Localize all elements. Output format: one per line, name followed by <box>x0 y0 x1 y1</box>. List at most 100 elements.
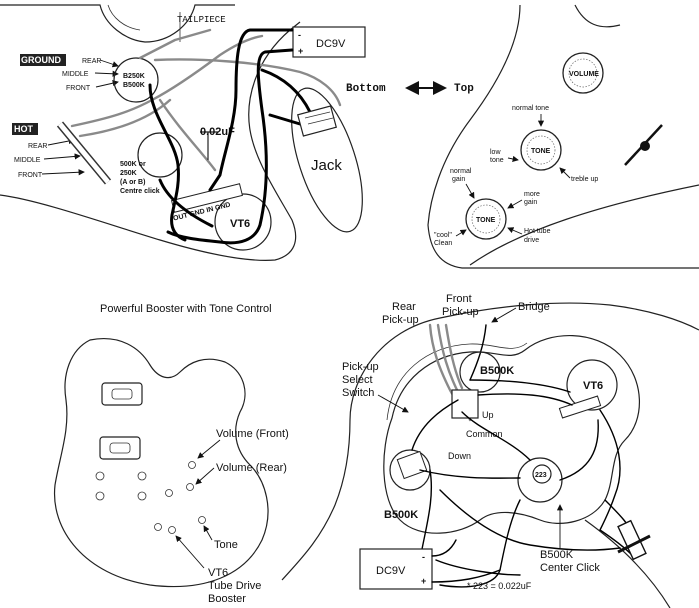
b500k-left-label: B500K <box>384 509 418 521</box>
switch-label-a: Pick-up <box>342 361 379 373</box>
cool-clean-label-a: "cool" <box>434 232 452 239</box>
battery-bottom-label: DC9V <box>376 565 406 577</box>
battery-top: DC9V - + <box>292 26 366 58</box>
tone-label: Tone <box>214 539 238 551</box>
jack-label: Jack <box>311 157 342 174</box>
booster-title: Powerful Booster with Tone Control <box>100 303 272 315</box>
rear-pickup-label-b: Pick-up <box>382 314 419 326</box>
bottom-right-wiring-panel: Rear Pick-up Front Pick-up Bridge Pick-u… <box>281 293 699 608</box>
normal-tone-label: normal tone <box>512 105 549 112</box>
vt-label-a: VT6 <box>208 567 228 579</box>
low-tone-label-a: low <box>490 149 501 156</box>
front-pickup-label-a: Front <box>446 293 472 305</box>
hot-label: HOT <box>14 124 34 134</box>
tone2-label: TONE <box>476 217 496 224</box>
top-right-controls-panel: Bottom Top VOLUME TONE normal tone low t… <box>346 4 699 269</box>
hole-extra-2 <box>154 523 162 531</box>
hot-front-label: FRONT <box>18 172 43 179</box>
ground-label-box <box>20 54 66 66</box>
ground-middle-label: MIDDLE <box>62 71 89 78</box>
switch-label-c: Switch <box>342 387 374 399</box>
tone-knob-2: TONE <box>465 198 507 240</box>
hot-tube-label-a: Hot tube <box>524 228 551 235</box>
jack-top: Jack <box>296 105 342 174</box>
pot-top-label-b: B500K <box>123 82 145 89</box>
switch-up-label: Up <box>482 410 494 420</box>
battery-minus: - <box>298 30 301 40</box>
hot-rear-label: REAR <box>28 143 47 150</box>
guitar-body-outline <box>53 338 269 588</box>
pot-mid-label-b: 250K <box>120 170 137 177</box>
normal-gain-label-b: gain <box>452 176 465 183</box>
cap-label-top: 0.02uF <box>200 126 235 138</box>
battery-label: DC9V <box>316 38 346 50</box>
hole-volume-front <box>188 461 196 469</box>
selector-switch-knob <box>640 141 650 151</box>
capacitor-223 <box>532 464 552 484</box>
tone1-label: TONE <box>531 148 551 155</box>
tailpiece-label: TAILPIECE <box>177 15 226 25</box>
hot-middle-label: MIDDLE <box>14 157 41 164</box>
hole-extra <box>186 483 194 491</box>
pot-mid-label-a: 500K or <box>120 161 146 168</box>
control-cavity <box>383 334 641 534</box>
cool-clean-label-b: Clean <box>434 240 452 247</box>
battery-plus: + <box>298 46 303 56</box>
volume-knob: VOLUME <box>562 52 604 94</box>
pot-mid-label-d: Centre click <box>120 188 160 195</box>
more-gain-label-b: gain <box>524 199 537 206</box>
vt6-module-top <box>214 193 272 251</box>
low-tone-label-b: tone <box>490 157 504 164</box>
b500k-center-label-b: Center Click <box>540 562 600 574</box>
treble-up-label: treble up <box>571 176 598 183</box>
vt-label-c: Booster <box>208 593 246 605</box>
b500k-top-label: B500K <box>480 365 514 377</box>
normal-gain-label-a: normal <box>450 168 472 175</box>
vt-label-top: VT6 <box>230 218 250 230</box>
pot-mid-label-c: (A or B) <box>120 179 145 186</box>
b500k-center-label-a: B500K <box>540 549 574 561</box>
volume-rear-label: Volume (Rear) <box>216 462 287 474</box>
vt6-terminals-bottom <box>558 395 602 419</box>
vt-label-b: Tube Drive <box>208 580 261 592</box>
pickup-neck <box>101 382 143 406</box>
battery-bottom-minus: - <box>422 552 425 562</box>
vt6-module-bottom <box>566 359 618 411</box>
pot-top-label-a: B250K <box>123 73 145 80</box>
capacitor-top <box>200 131 218 160</box>
rear-pickup-label-a: Rear <box>392 301 416 313</box>
bottom-left-body-panel: Powerful Booster with Tone Control Volum… <box>53 303 289 605</box>
switch-common-label: Common <box>466 429 503 439</box>
orientation-top: Top <box>454 83 474 95</box>
vt-label-bottom: VT6 <box>583 380 603 392</box>
hot-label-box <box>12 123 38 135</box>
jack-cavity <box>291 87 363 233</box>
pot-top <box>113 57 159 103</box>
switch-down-label: Down <box>448 451 471 461</box>
output-jack-bottom <box>617 519 651 561</box>
pickup-bridge <box>99 436 141 460</box>
battery-bottom: DC9V - + <box>359 548 433 590</box>
cap-note-label: * 223 = 0.022uF <box>467 581 532 591</box>
battery-bottom-plus: + <box>421 576 426 586</box>
ground-front-label: FRONT <box>66 85 91 92</box>
hole-tone <box>198 516 206 524</box>
volume-front-label: Volume (Front) <box>216 428 289 440</box>
more-gain-label-a: more <box>524 191 540 198</box>
hole-vt6 <box>168 526 176 534</box>
bridge-label: Bridge <box>518 301 550 313</box>
ground-label: GROUND <box>21 55 61 65</box>
tone-knob-1: TONE <box>520 129 562 171</box>
top-left-wiring-panel: TAILPIECE DC9V - + GROUND REAR MIDDLE FR… <box>0 4 366 261</box>
hole-volume-rear <box>165 489 173 497</box>
ground-rear-label: REAR <box>82 58 101 65</box>
orientation-bottom: Bottom <box>346 83 386 95</box>
volume-label: VOLUME <box>569 71 599 78</box>
switch-label-b: Select <box>342 374 373 386</box>
pickup-selector-switch <box>451 389 479 419</box>
hot-tube-label-b: drive <box>524 237 539 244</box>
cap-223-label: 223 <box>535 472 547 479</box>
pot-middle <box>137 132 183 178</box>
front-pickup-label-b: Pick-up <box>442 306 479 318</box>
